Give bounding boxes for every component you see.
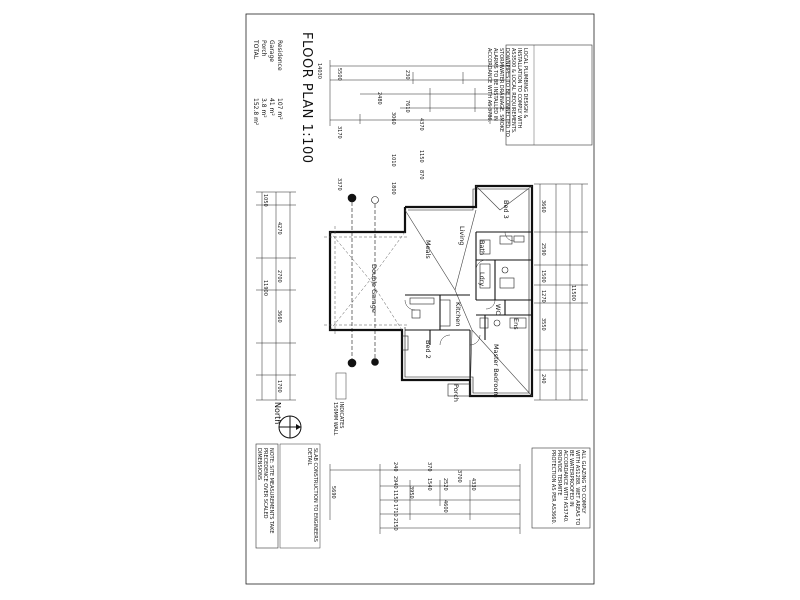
room-ldry: Ldry [478, 272, 486, 287]
room-meals: Meals [424, 240, 432, 259]
dim-right-4: 1270 [540, 290, 546, 303]
dim-bottom-10: 4600 [442, 500, 448, 513]
dim-top3-4: 1150 [418, 150, 424, 163]
room-kitchen: Kitchen [454, 302, 462, 327]
room-porch: Porch [452, 384, 460, 402]
dim-right-3: 1500 [540, 270, 546, 283]
dim-left-total: 11900 [262, 280, 268, 296]
area-total-value: 152.8 m² [252, 98, 259, 126]
area-residence-value: 107 m² [276, 98, 283, 120]
dim-bottom-3: 1150 [392, 490, 398, 503]
fixtures [409, 235, 527, 329]
porch-outline [401, 335, 471, 397]
dim-bottom-5: 2150 [392, 518, 398, 531]
dim-bottom-8: 1540 [426, 478, 432, 491]
dim-bottom-9: 2520 [442, 478, 448, 491]
bottom-notes-box [531, 447, 591, 529]
dim-top2-3: 1010 [390, 154, 396, 167]
room-living: Living [458, 226, 466, 246]
dim-right-total: 11500 [570, 285, 576, 301]
dim-top2-4: 1800 [390, 182, 396, 195]
dim-right-2: 2590 [540, 243, 546, 256]
dim-left-3: 2700 [276, 270, 282, 283]
sheet-border [245, 13, 595, 585]
dim-bottom-1: 240 [392, 462, 398, 472]
top-dimensions [329, 60, 511, 126]
left-dimensions [256, 191, 296, 401]
note-top: LOCAL PLUMBING DESIGN & INSTALLATION TO … [486, 48, 528, 137]
room-bed-2: Bed 2 [424, 340, 432, 359]
area-garage-label: Garage [268, 40, 275, 62]
garage-roof-lines [324, 226, 408, 336]
room-double-garage: Double Garage [370, 264, 378, 313]
dim-right-6: 240 [540, 374, 546, 384]
note-legend: INDICATES 150MM WALL [332, 402, 344, 436]
dim-bottom-13: 5690 [330, 486, 336, 499]
dim-top3-1: 230 [404, 70, 410, 80]
dim-bottom-2: 2940 [392, 476, 398, 489]
door-swings [404, 231, 515, 346]
dim-bottom-7: 370 [426, 462, 432, 472]
dim-right-5: 3550 [540, 318, 546, 331]
note-bottom-left: NOTE: SITE MEASUREMENTS TAKE PRECEDENCE … [256, 448, 274, 534]
room-ens: Ens [512, 318, 520, 330]
bottom-left-notes-box [255, 443, 279, 549]
room-master-bedroom: Master Bedroom [492, 344, 500, 398]
room-bed-3: Bed 3 [502, 200, 510, 219]
top-notes-box [505, 44, 593, 146]
interior-walls [405, 231, 532, 380]
dim-top-3: 3370 [336, 178, 342, 191]
dim-left-5: 1700 [276, 380, 282, 393]
area-porch-value: 3.8 m² [260, 98, 267, 118]
plan-title: FLOOR PLAN 1:100 [299, 32, 314, 164]
north-label: North [273, 402, 282, 425]
main-roof-lines [404, 185, 533, 397]
dim-right-1: 3660 [540, 200, 546, 213]
dim-top-2: 3170 [336, 126, 342, 139]
section-markers [347, 193, 379, 368]
dim-bottom-4: 1710 [392, 504, 398, 517]
dim-top2-2: 3060 [390, 112, 396, 125]
dim-left-1: 1050 [262, 194, 268, 207]
room-wc: WC [494, 304, 502, 315]
note-bottom-right: ALL GLAZING TO COMPLY WITH AS1288. WET A… [550, 450, 586, 526]
dim-top2-1: 2480 [376, 92, 382, 105]
dim-top3-2: 7610 [404, 100, 410, 113]
room-bath: Bath [478, 240, 486, 256]
dim-bottom-6: 3950 [408, 486, 414, 499]
dim-top-1: 5500 [336, 68, 342, 81]
dim-left-4: 3660 [276, 310, 282, 323]
note-slab: SLAB CONSTRUCTION TO ENGINEERS DETAIL [306, 448, 318, 542]
legend-box [335, 372, 347, 400]
right-dimensions [534, 183, 588, 401]
area-garage-value: 41 m² [268, 98, 275, 116]
dim-left-2: 4270 [276, 222, 282, 235]
area-total-label: TOTAL [252, 40, 259, 60]
dim-bottom-11: 3700 [456, 470, 462, 483]
dim-overall: 14030 [316, 63, 322, 79]
dim-bottom-12: 4330 [470, 478, 476, 491]
north-arrow [278, 415, 302, 439]
dim-top3-5: 870 [418, 170, 424, 180]
area-residence-label: Residence [276, 40, 283, 71]
dim-top3-3: 4370 [418, 118, 424, 131]
area-porch-label: Porch [260, 40, 267, 57]
bottom-dimensions [329, 464, 521, 534]
